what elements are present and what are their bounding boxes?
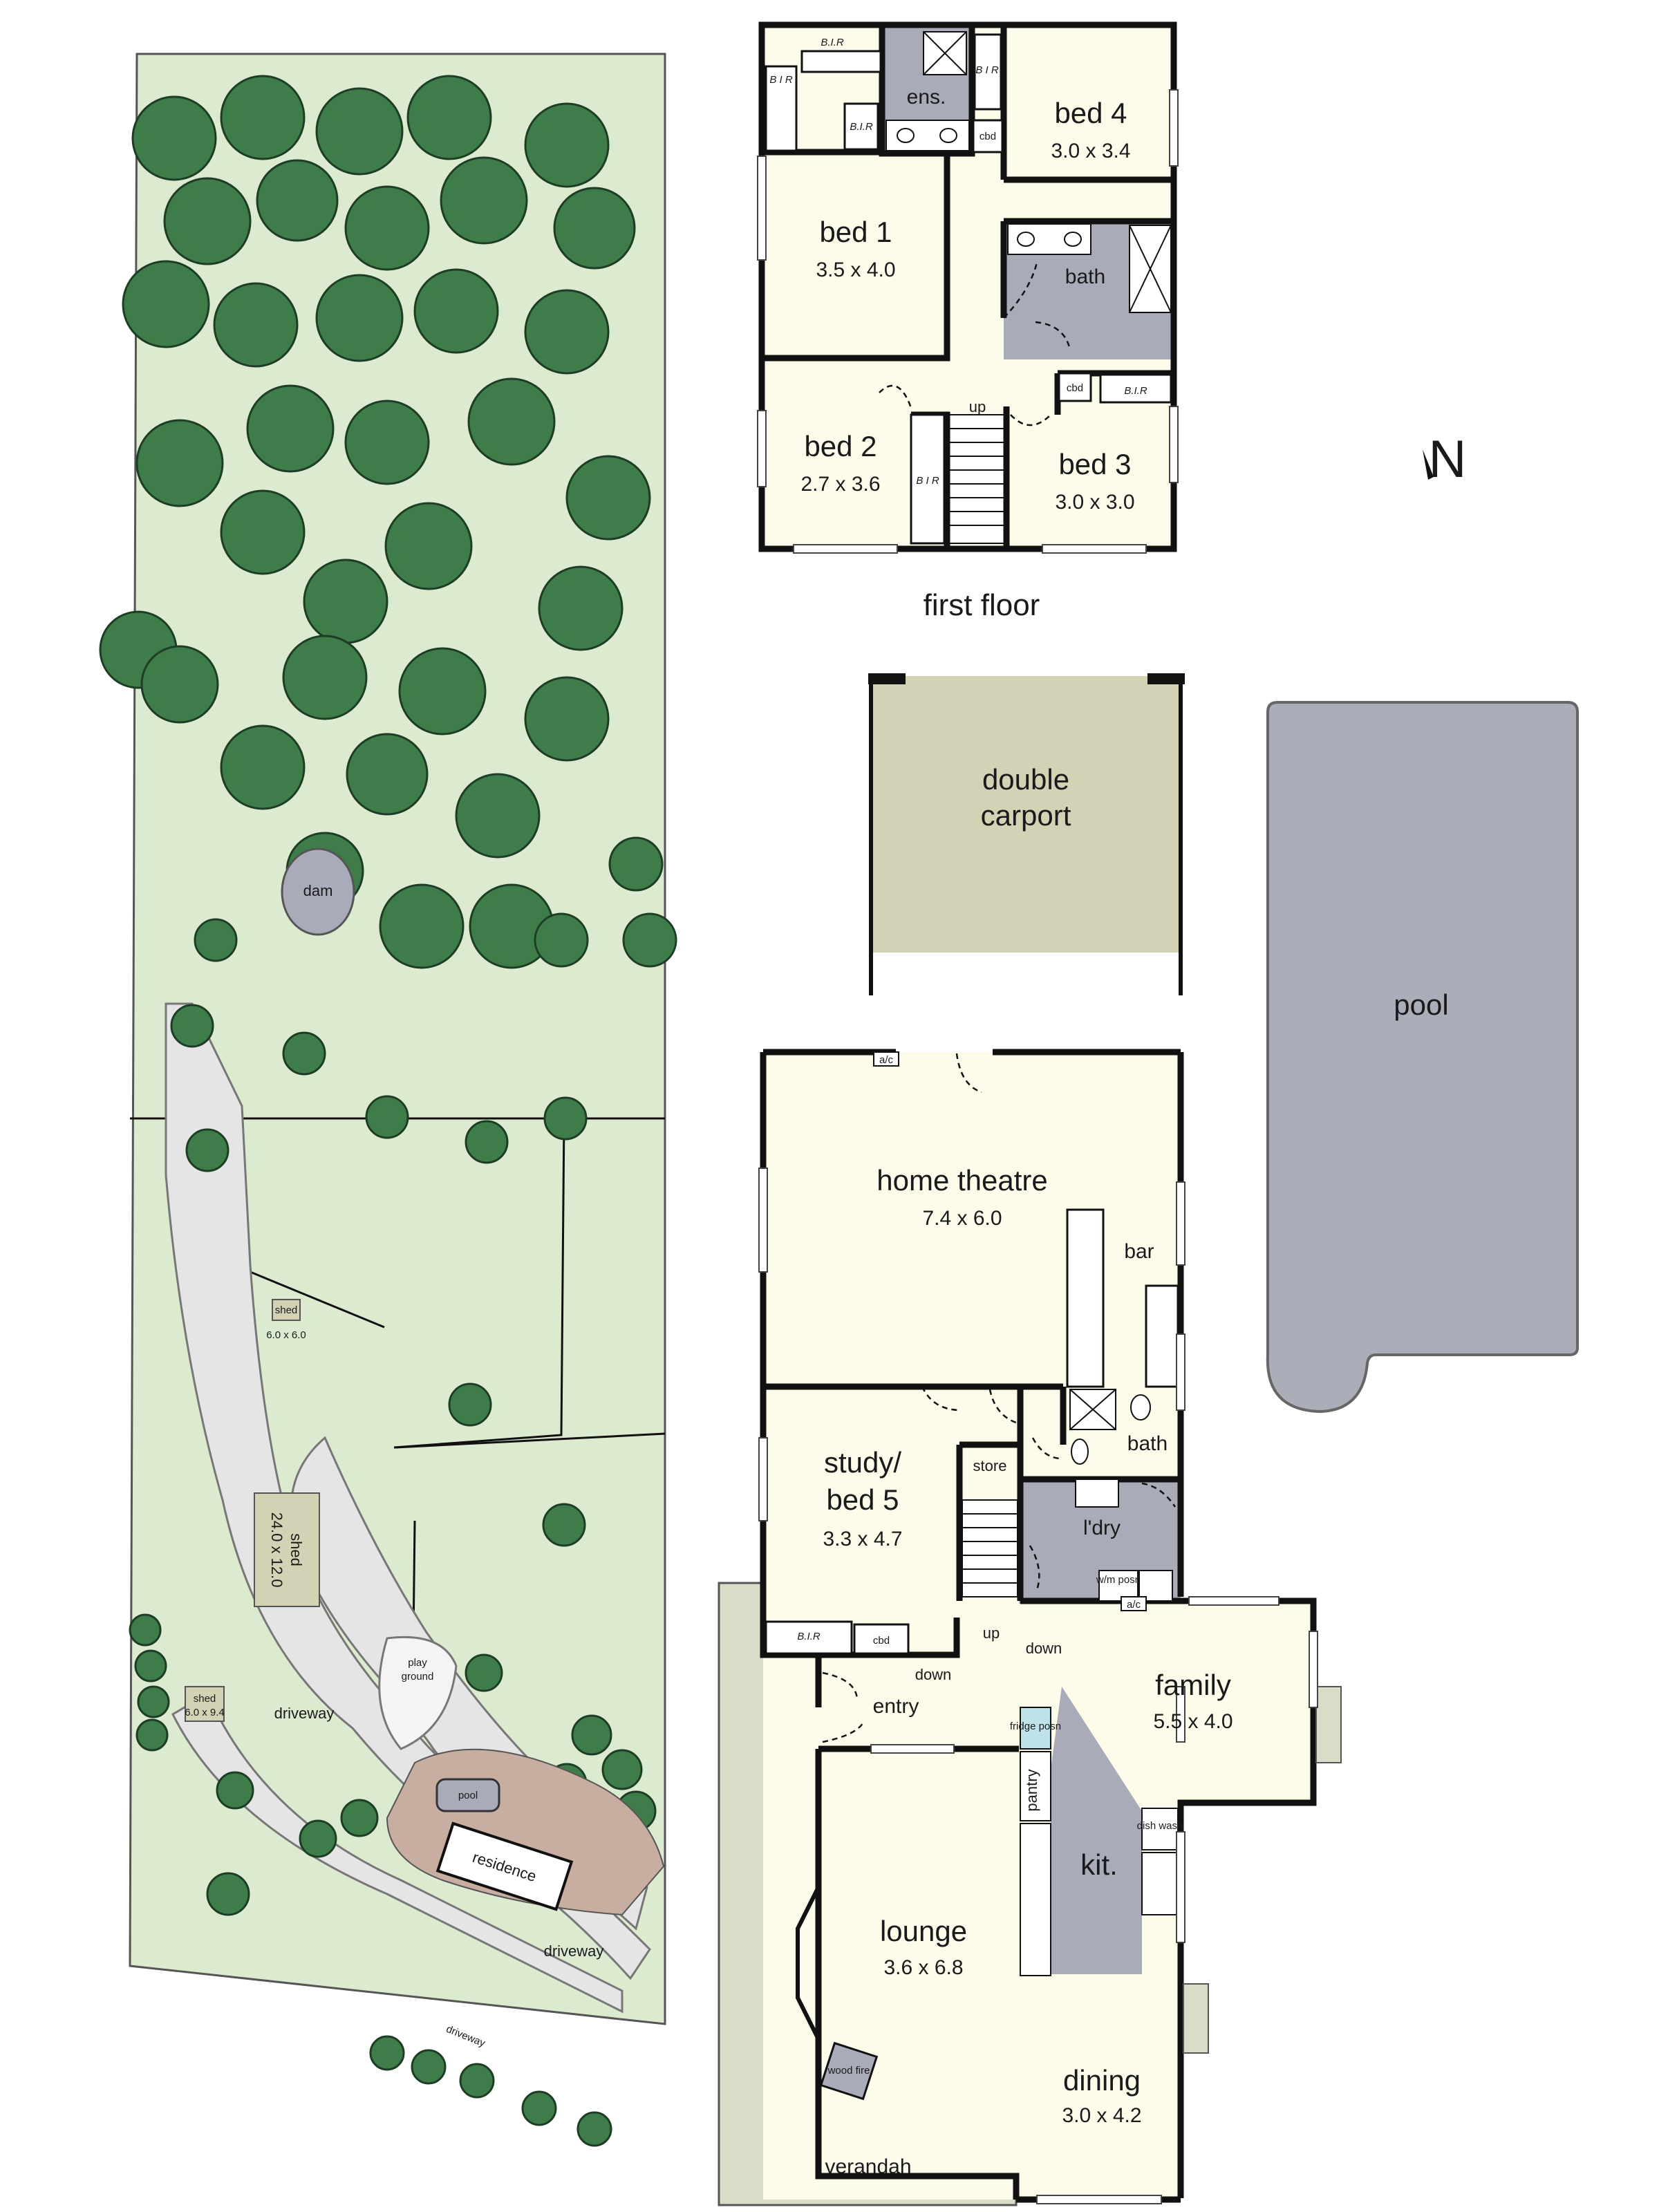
svg-text:a/c: a/c (879, 1054, 894, 1066)
svg-text:up: up (983, 1624, 1000, 1642)
svg-text:bed 4: bed 4 (1054, 97, 1127, 129)
svg-text:entry: entry (873, 1695, 919, 1718)
svg-text:fridge posn: fridge posn (1010, 1721, 1061, 1732)
svg-text:bed 1: bed 1 (819, 216, 892, 248)
svg-text:l'dry: l'dry (1083, 1517, 1121, 1539)
svg-text:bed 3: bed 3 (1058, 448, 1131, 480)
svg-text:bath: bath (1127, 1432, 1168, 1455)
svg-text:B I R: B I R (975, 64, 999, 76)
svg-text:pool: pool (458, 1790, 478, 1801)
play-ground (378, 1635, 458, 1750)
svg-text:cbd: cbd (980, 131, 996, 142)
svg-text:bed 5: bed 5 (826, 1483, 899, 1516)
svg-text:shed: shed (194, 1693, 216, 1705)
residence (435, 1821, 574, 1911)
bar-counter (1066, 1208, 1105, 1388)
double-carport (871, 676, 1181, 953)
svg-text:w/m posn: w/m posn (1096, 1574, 1141, 1586)
shed-small-bottom (185, 1686, 225, 1722)
shed-small-top (272, 1299, 301, 1321)
svg-text:cbd: cbd (873, 1635, 890, 1647)
svg-text:a/c: a/c (1127, 1599, 1141, 1611)
svg-text:3.0 x 4.2: 3.0 x 4.2 (1062, 2104, 1141, 2127)
svg-text:cbd: cbd (1067, 382, 1083, 394)
svg-text:6.0 x 9.4: 6.0 x 9.4 (185, 1707, 225, 1718)
svg-text:dish wash: dish wash (1137, 1820, 1183, 1832)
svg-text:B.I.R: B.I.R (850, 121, 873, 133)
svg-text:dining: dining (1063, 2064, 1141, 2097)
svg-text:shed: shed (275, 1304, 298, 1316)
shrubs (129, 918, 657, 2147)
stairs-first (946, 414, 1007, 544)
svg-text:kit.: kit. (1080, 1848, 1118, 1881)
svg-text:family: family (1155, 1669, 1231, 1701)
stairs-ground (962, 1499, 1018, 1597)
svg-text:B.I.R: B.I.R (797, 1631, 821, 1642)
svg-text:pool: pool (1394, 988, 1448, 1021)
ground-floor-plan: w/m posn B.I.R cbd fridge posn dish wash… (718, 673, 1579, 2206)
north-compass: N (1423, 430, 1466, 489)
north-label: N (1429, 430, 1467, 489)
svg-text:B.I.R: B.I.R (821, 37, 844, 48)
svg-text:3.3 x 4.7: 3.3 x 4.7 (823, 1528, 902, 1550)
svg-text:ens.: ens. (907, 86, 946, 109)
svg-text:driveway: driveway (274, 1705, 335, 1722)
dam-pond (281, 847, 355, 936)
svg-text:wood fire: wood fire (827, 2065, 870, 2077)
svg-text:pantry: pantry (1023, 1769, 1040, 1811)
svg-text:play: play (408, 1657, 427, 1669)
svg-text:5.5 x 4.0: 5.5 x 4.0 (1153, 1710, 1232, 1733)
svg-text:study/: study/ (824, 1446, 901, 1479)
svg-text:7.4 x 6.0: 7.4 x 6.0 (922, 1207, 1002, 1230)
svg-text:B.I.R: B.I.R (1124, 385, 1147, 397)
svg-text:3.6 x 6.8: 3.6 x 6.8 (883, 1956, 963, 1979)
wood-fire (819, 2041, 879, 2101)
svg-text:double: double (982, 763, 1069, 796)
dam-label: dam (303, 882, 333, 899)
first-floor-plan: B I R B.I.R B.I.R B I R B I R B.I.R cbd … (757, 21, 1179, 554)
svg-text:driveway: driveway (444, 2023, 487, 2050)
pool-shape (1266, 701, 1579, 1414)
north-arrow-icon (1423, 449, 1434, 480)
svg-text:2.7 x 3.6: 2.7 x 3.6 (800, 473, 880, 496)
first-floor-caption: first floor (924, 588, 1040, 622)
svg-text:verandah: verandah (825, 2155, 911, 2178)
svg-text:3.5 x 4.0: 3.5 x 4.0 (816, 259, 895, 281)
svg-text:carport: carport (981, 799, 1071, 832)
site-plan: dam shed 6.0 x 6.0 shed 24.0 x 12.0 shed… (99, 53, 677, 2147)
shed-big (254, 1492, 320, 1607)
svg-text:home theatre: home theatre (877, 1164, 1048, 1197)
svg-text:lounge: lounge (880, 1915, 967, 1947)
svg-text:B I R: B I R (916, 475, 939, 487)
svg-text:shed: shed (288, 1533, 305, 1566)
site-pool (435, 1778, 500, 1812)
kitchen-area (1051, 1687, 1142, 1974)
svg-text:down: down (915, 1666, 952, 1683)
svg-text:6.0 x 6.0: 6.0 x 6.0 (266, 1329, 306, 1341)
svg-text:B I R: B I R (769, 74, 793, 86)
svg-text:ground: ground (402, 1671, 434, 1683)
svg-text:bath: bath (1065, 265, 1105, 288)
svg-text:driveway: driveway (544, 1942, 604, 1960)
svg-text:up: up (969, 398, 986, 415)
svg-text:3.0 x 3.0: 3.0 x 3.0 (1055, 491, 1134, 514)
svg-text:bed 2: bed 2 (804, 430, 877, 462)
svg-text:24.0 x 12.0: 24.0 x 12.0 (268, 1512, 285, 1588)
svg-text:store: store (973, 1457, 1007, 1474)
svg-text:3.0 x 3.4: 3.0 x 3.4 (1051, 140, 1130, 162)
svg-text:bar: bar (1124, 1240, 1154, 1263)
tree-canopy (99, 75, 677, 969)
svg-text:down: down (1026, 1640, 1062, 1657)
